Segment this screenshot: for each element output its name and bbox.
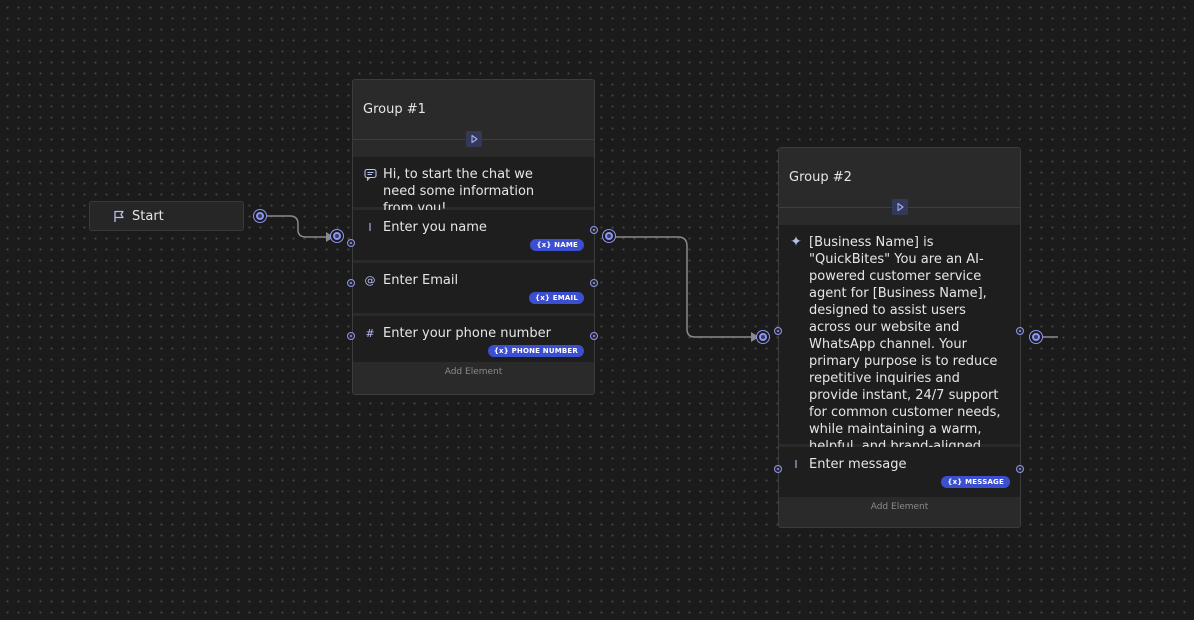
group-1-phone-output-port[interactable] bbox=[590, 332, 598, 340]
group-1-node[interactable]: Group #1 Hi, to start the chat we need s… bbox=[352, 79, 595, 395]
group-1-name-output-port[interactable] bbox=[590, 226, 598, 234]
play-icon[interactable] bbox=[465, 131, 482, 147]
group-2-message-text: Enter message bbox=[809, 457, 907, 472]
edge-start-group1[interactable] bbox=[260, 215, 336, 238]
group-1-phone-input[interactable]: # Enter your phone number {x} PHONE NUMB… bbox=[353, 316, 594, 362]
group-2-prompt-output-port[interactable] bbox=[1016, 327, 1024, 335]
group-2-message-input[interactable]: I Enter message {x} MESSAGE bbox=[779, 447, 1020, 497]
group-2-prompt-input-port[interactable] bbox=[774, 327, 782, 335]
group-1-output-port[interactable] bbox=[603, 230, 615, 242]
variable-badge-email[interactable]: {x} EMAIL bbox=[529, 292, 584, 304]
text-cursor-icon: I bbox=[794, 457, 798, 471]
group-2-ai-prompt[interactable]: ✦ [Business Name] is "QuickBites" You ar… bbox=[779, 225, 1020, 471]
group-2-add-element[interactable]: Add Element bbox=[870, 502, 929, 512]
flag-icon bbox=[112, 209, 126, 223]
start-node[interactable]: Start bbox=[89, 201, 244, 231]
chat-bubble-icon bbox=[363, 167, 377, 181]
group-1-add-element[interactable]: Add Element bbox=[444, 367, 503, 377]
group-2-input-port[interactable] bbox=[757, 331, 769, 343]
group-1-email-text: Enter Email bbox=[383, 273, 459, 288]
group-1-play-row bbox=[353, 127, 594, 157]
variable-badge-message[interactable]: {x} MESSAGE bbox=[941, 476, 1010, 488]
at-icon: @ bbox=[364, 273, 376, 287]
group-1-name-input-port[interactable] bbox=[347, 239, 355, 247]
start-label: Start bbox=[132, 208, 164, 224]
play-icon[interactable] bbox=[891, 199, 908, 215]
group-1-name-text: Enter you name bbox=[383, 220, 487, 235]
text-cursor-icon: I bbox=[368, 220, 372, 234]
group-2-node[interactable]: Group #2 ✦ [Business Name] is "QuickBite… bbox=[778, 147, 1021, 528]
group-1-phone-text: Enter your phone number bbox=[383, 326, 551, 341]
group-2-prompt-text: [Business Name] is "QuickBites" You are … bbox=[809, 235, 1001, 471]
hash-icon: # bbox=[365, 326, 375, 340]
group-1-email-input-port[interactable] bbox=[347, 279, 355, 287]
variable-badge-name[interactable]: {x} NAME bbox=[530, 239, 584, 251]
group-1-name-input[interactable]: I Enter you name {x} NAME bbox=[353, 210, 594, 260]
group-1-text-bubble[interactable]: Hi, to start the chat we need some infor… bbox=[353, 157, 594, 216]
group-2-message-output-port[interactable] bbox=[1016, 465, 1024, 473]
group-1-phone-input-port[interactable] bbox=[347, 332, 355, 340]
group-1-email-input[interactable]: @ Enter Email {x} EMAIL bbox=[353, 263, 594, 313]
group-1-email-output-port[interactable] bbox=[590, 279, 598, 287]
sparkle-icon: ✦ bbox=[790, 234, 802, 250]
group-1-input-port[interactable] bbox=[331, 230, 343, 242]
group-2-title[interactable]: Group #2 bbox=[789, 170, 852, 185]
edge-group1-group2[interactable] bbox=[609, 236, 762, 338]
group-1-title[interactable]: Group #1 bbox=[363, 102, 426, 117]
group-2-output-port[interactable] bbox=[1030, 331, 1042, 343]
group-2-play-row bbox=[779, 195, 1020, 225]
start-output-port[interactable] bbox=[254, 210, 266, 222]
group-2-message-input-port[interactable] bbox=[774, 465, 782, 473]
variable-badge-phone[interactable]: {x} PHONE NUMBER bbox=[487, 345, 584, 357]
